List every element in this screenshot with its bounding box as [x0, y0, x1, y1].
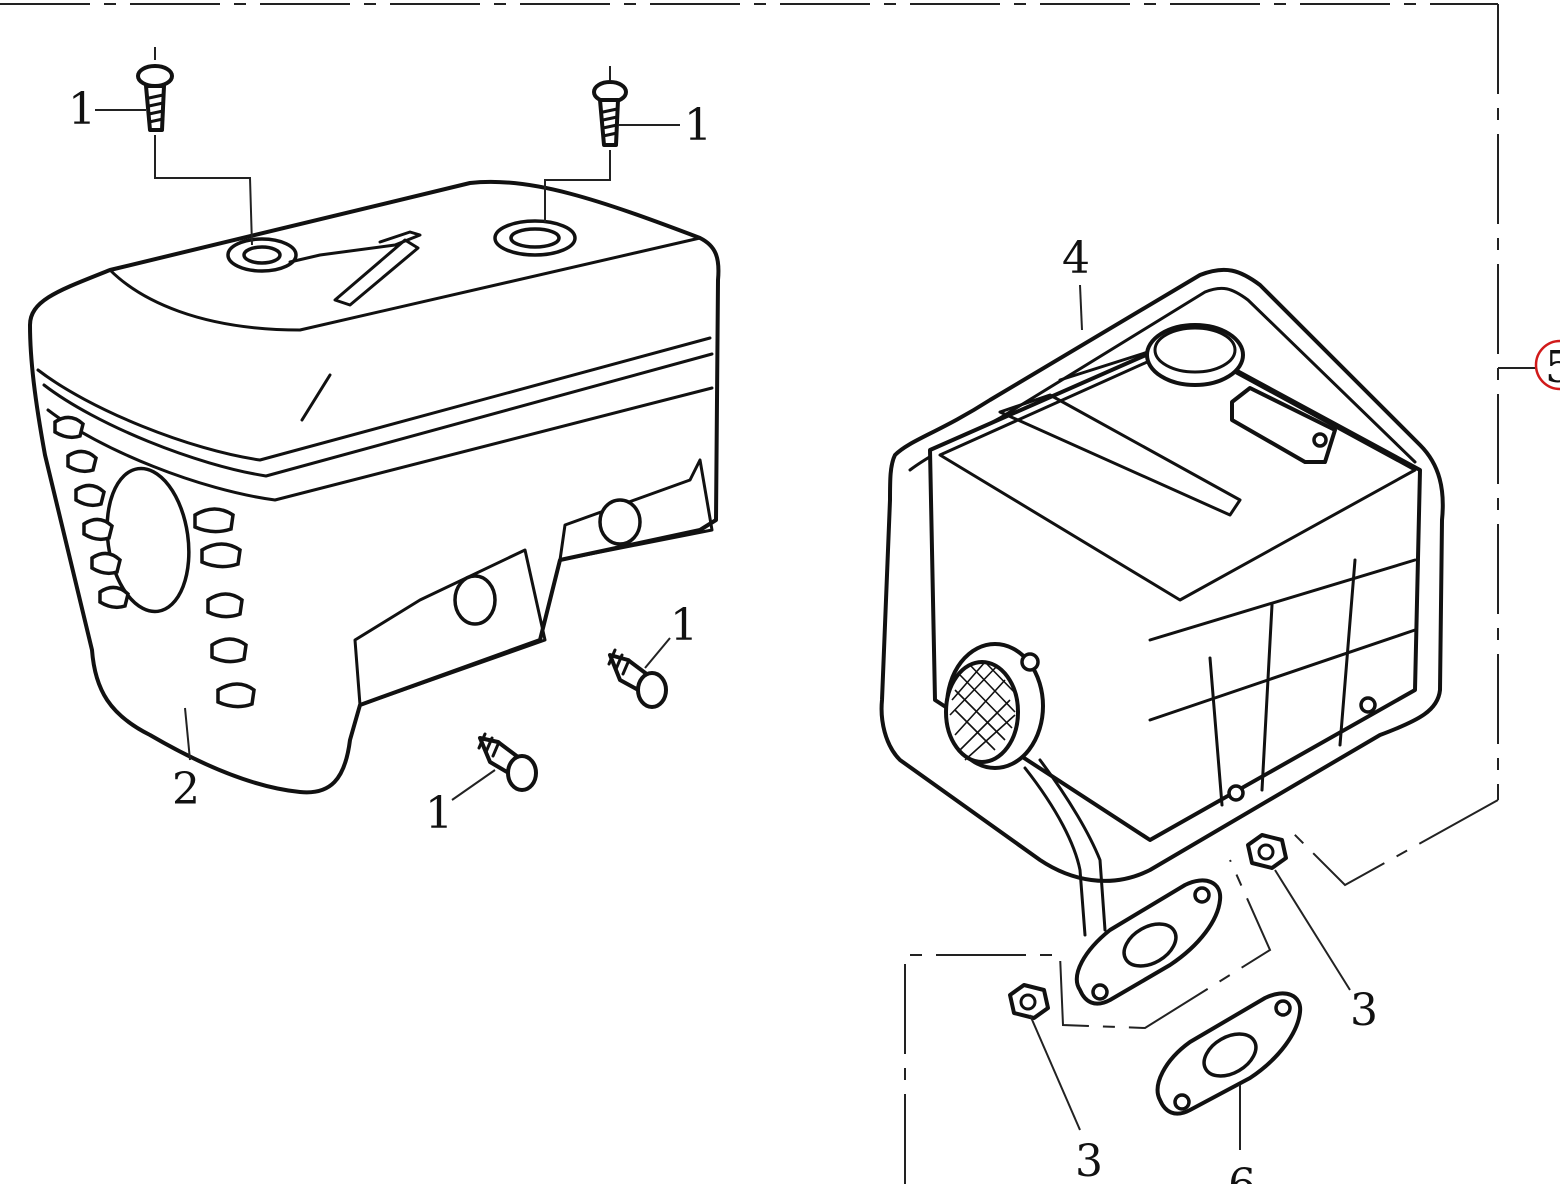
flange-bolt-top-right: [592, 80, 628, 147]
assembly-frame: [0, 3, 1536, 1184]
callout-1-top-left: 1: [68, 84, 96, 135]
callout-1-bolt-lower: 1: [425, 788, 453, 839]
callout-labels: 1 1 1 1 2 4 3 3 6 5: [68, 84, 1560, 1184]
assembly-callout-circle: [1534, 339, 1560, 391]
callout-1-top-right: 1: [684, 100, 712, 151]
flange-bolt-lower: [477, 732, 538, 792]
callout-2-cover: 2: [172, 764, 200, 815]
callout-4-muffler: 4: [1062, 233, 1090, 284]
hex-nut-left: [1008, 983, 1050, 1020]
spark-arrestor-mesh: [949, 661, 1018, 761]
callout-5-assembly: 5: [1545, 342, 1560, 393]
callout-6-gasket: 6: [1228, 1160, 1256, 1184]
flange-bolt-top-left: [136, 64, 174, 132]
hex-nut-right: [1246, 833, 1288, 870]
callout-3-right: 3: [1350, 985, 1378, 1036]
muffler-cover-part: [28, 179, 721, 795]
callout-3-left: 3: [1075, 1136, 1103, 1184]
leader-lines: [95, 47, 1351, 1150]
callout-1-bolt-right: 1: [670, 600, 698, 651]
exhaust-gasket-upper: [1074, 878, 1223, 1006]
exhaust-gasket-lower: [1155, 991, 1303, 1116]
flange-bolt-right: [607, 648, 668, 709]
muffler-part: [879, 267, 1445, 937]
